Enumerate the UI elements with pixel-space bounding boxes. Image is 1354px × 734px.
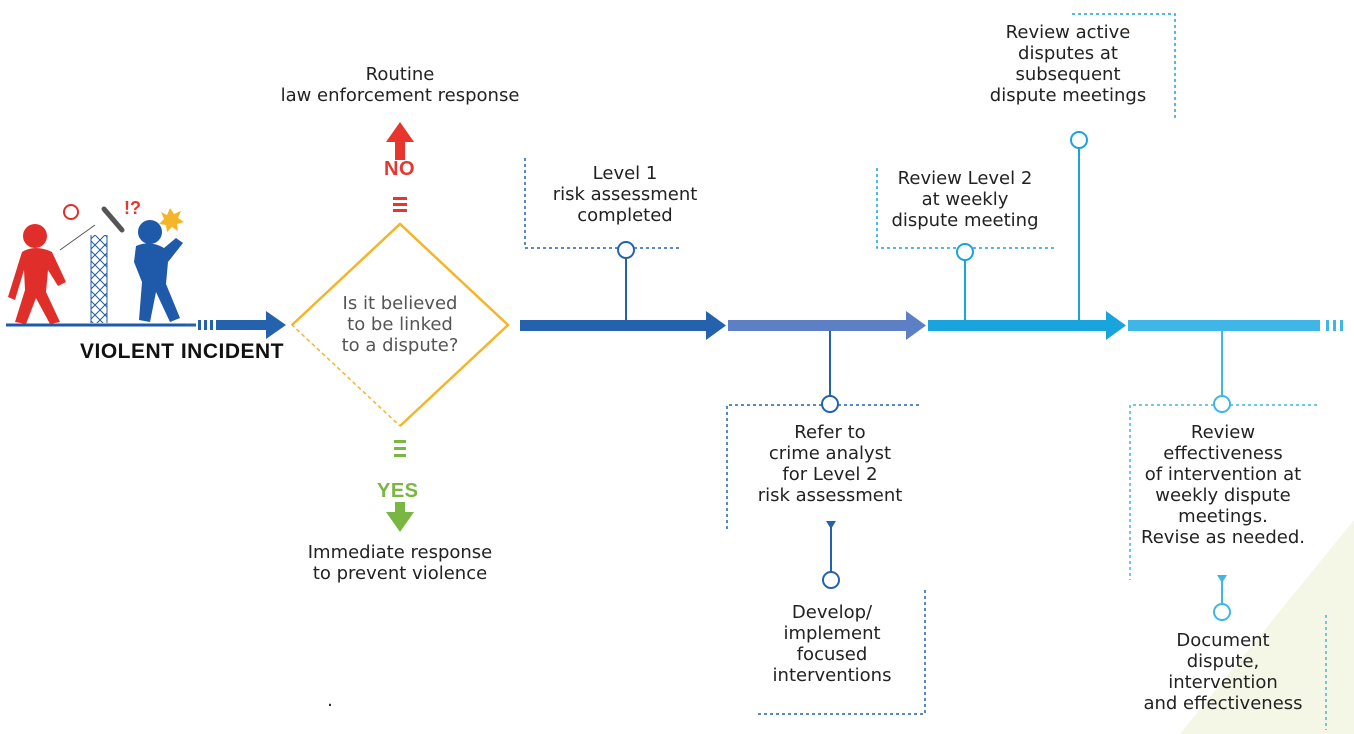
no-arrow: [386, 122, 414, 212]
people-conflict-icon: [6, 204, 185, 327]
step-refer-crime-analyst: Refer to crime analyst for Level 2 risk …: [757, 422, 903, 506]
step-6-connector: [1129, 331, 1318, 604]
timeline-segment-2: [728, 311, 926, 340]
step-5-connector: [1070, 13, 1176, 320]
step-7-connector: [1213, 603, 1327, 730]
exclamation-mark: !?: [124, 198, 141, 218]
incident-arrow: [185, 311, 286, 339]
yes-outcome: Immediate response to prevent violence: [307, 542, 493, 584]
step-document-dispute: Document dispute, intervention and effec…: [1143, 630, 1303, 714]
step-level-1-assessment: Level 1 risk assessment completed: [552, 163, 698, 226]
background-triangle: [1180, 520, 1354, 734]
step-review-active-disputes: Review active disputes at subsequent dis…: [989, 22, 1147, 106]
timeline-segment-1: [520, 311, 726, 340]
no-outcome: Routine law enforcement response: [280, 64, 520, 106]
decision-diamond: [290, 222, 510, 427]
step-2-connector: [726, 331, 922, 572]
step-review-effectiveness: Review effectiveness of intervention at …: [1141, 422, 1305, 548]
step-1-connector: [524, 158, 680, 320]
step-3-connector: [758, 571, 926, 715]
step-develop-interventions: Develop/ implement focused interventions: [772, 602, 892, 686]
no-label: NO: [384, 158, 415, 180]
step-review-level-2: Review Level 2 at weekly dispute meeting: [891, 168, 1039, 231]
decision-question: Is it believed to be linked to a dispute…: [341, 293, 459, 356]
footnote-dot: .: [327, 690, 333, 711]
step-4-connector: [876, 168, 1055, 320]
timeline-segment-3: [928, 311, 1126, 340]
yes-label: YES: [377, 480, 419, 502]
yes-arrow: [386, 440, 414, 532]
timeline-segment-4: [1128, 320, 1343, 331]
violent-incident-label: VIOLENT INCIDENT: [80, 340, 285, 363]
